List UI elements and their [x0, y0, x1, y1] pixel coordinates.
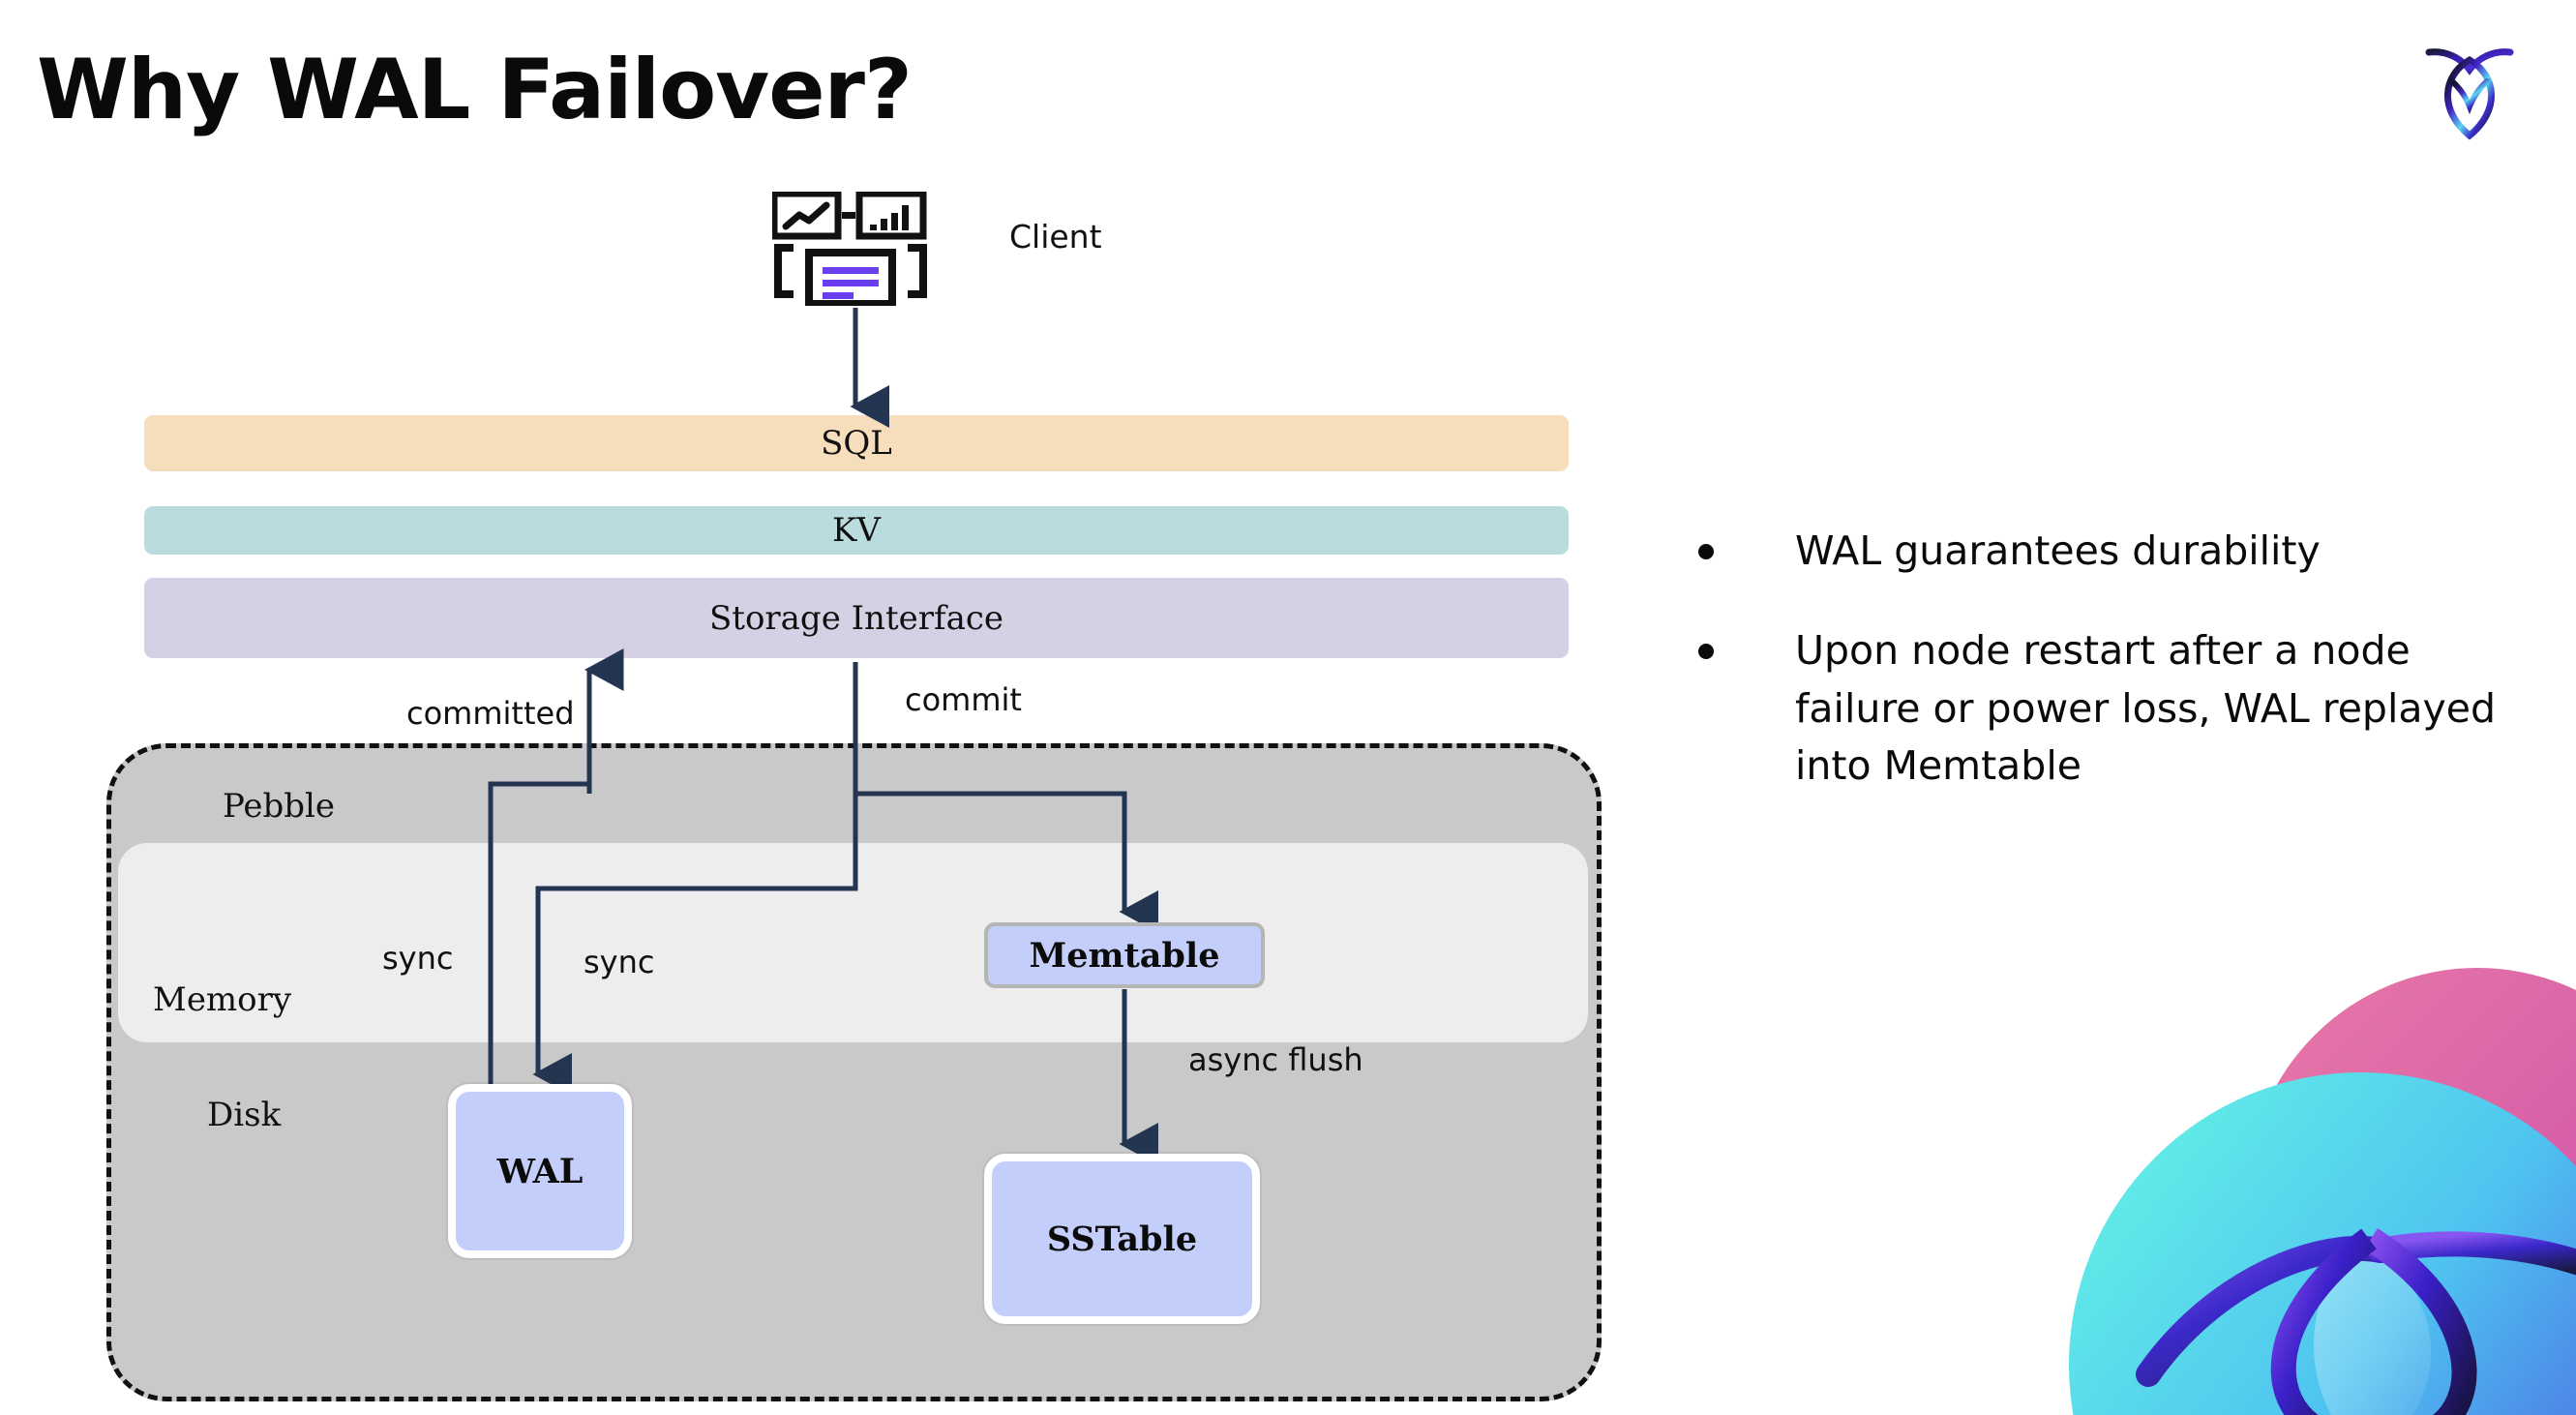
- edge-label-sync-left: sync: [382, 940, 454, 977]
- layer-label-kv: KV: [832, 511, 881, 550]
- list-item: WAL guarantees durability: [1698, 523, 2511, 580]
- pebble-container: [106, 743, 1602, 1401]
- page-title: Why WAL Failover?: [37, 42, 913, 138]
- edge-label-committed: committed: [406, 695, 575, 732]
- layer-bar-kv: KV: [144, 506, 1569, 555]
- edge-label-sync-right: sync: [584, 944, 655, 980]
- list-item: Upon node restart after a node failure o…: [1698, 622, 2511, 795]
- bullet-dot-icon: [1698, 544, 1714, 559]
- bullet-list: WAL guarantees durability Upon node rest…: [1698, 523, 2511, 838]
- client-dashboard-icon: [770, 190, 929, 308]
- node-label-memtable: Memtable: [1029, 935, 1220, 976]
- layer-label-sql: SQL: [821, 424, 892, 463]
- node-wal: WAL: [448, 1084, 632, 1258]
- layer-bar-sql: SQL: [144, 415, 1569, 471]
- edge-label-async-flush: async flush: [1188, 1041, 1363, 1078]
- memory-label: Memory: [153, 980, 292, 1019]
- decorative-logo-watermark: [1974, 948, 2576, 1415]
- node-sstable: SSTable: [984, 1154, 1260, 1324]
- pebble-label: Pebble: [223, 787, 335, 826]
- layer-bar-storage-interface: Storage Interface: [144, 578, 1569, 658]
- disk-label: Disk: [207, 1096, 282, 1134]
- client-label: Client: [1009, 218, 1102, 256]
- bullet-dot-icon: [1698, 644, 1714, 660]
- memory-region: [118, 843, 1588, 1042]
- node-label-wal: WAL: [496, 1151, 584, 1191]
- cockroachdb-logo-icon: [2415, 31, 2524, 147]
- edge-label-commit: commit: [905, 681, 1022, 718]
- node-memtable: Memtable: [984, 922, 1265, 988]
- bullet-text: WAL guarantees durability: [1795, 527, 2321, 574]
- layer-label-storage-interface: Storage Interface: [708, 598, 1004, 638]
- node-label-sstable: SSTable: [1046, 1219, 1198, 1259]
- bullet-text: Upon node restart after a node failure o…: [1795, 627, 2496, 790]
